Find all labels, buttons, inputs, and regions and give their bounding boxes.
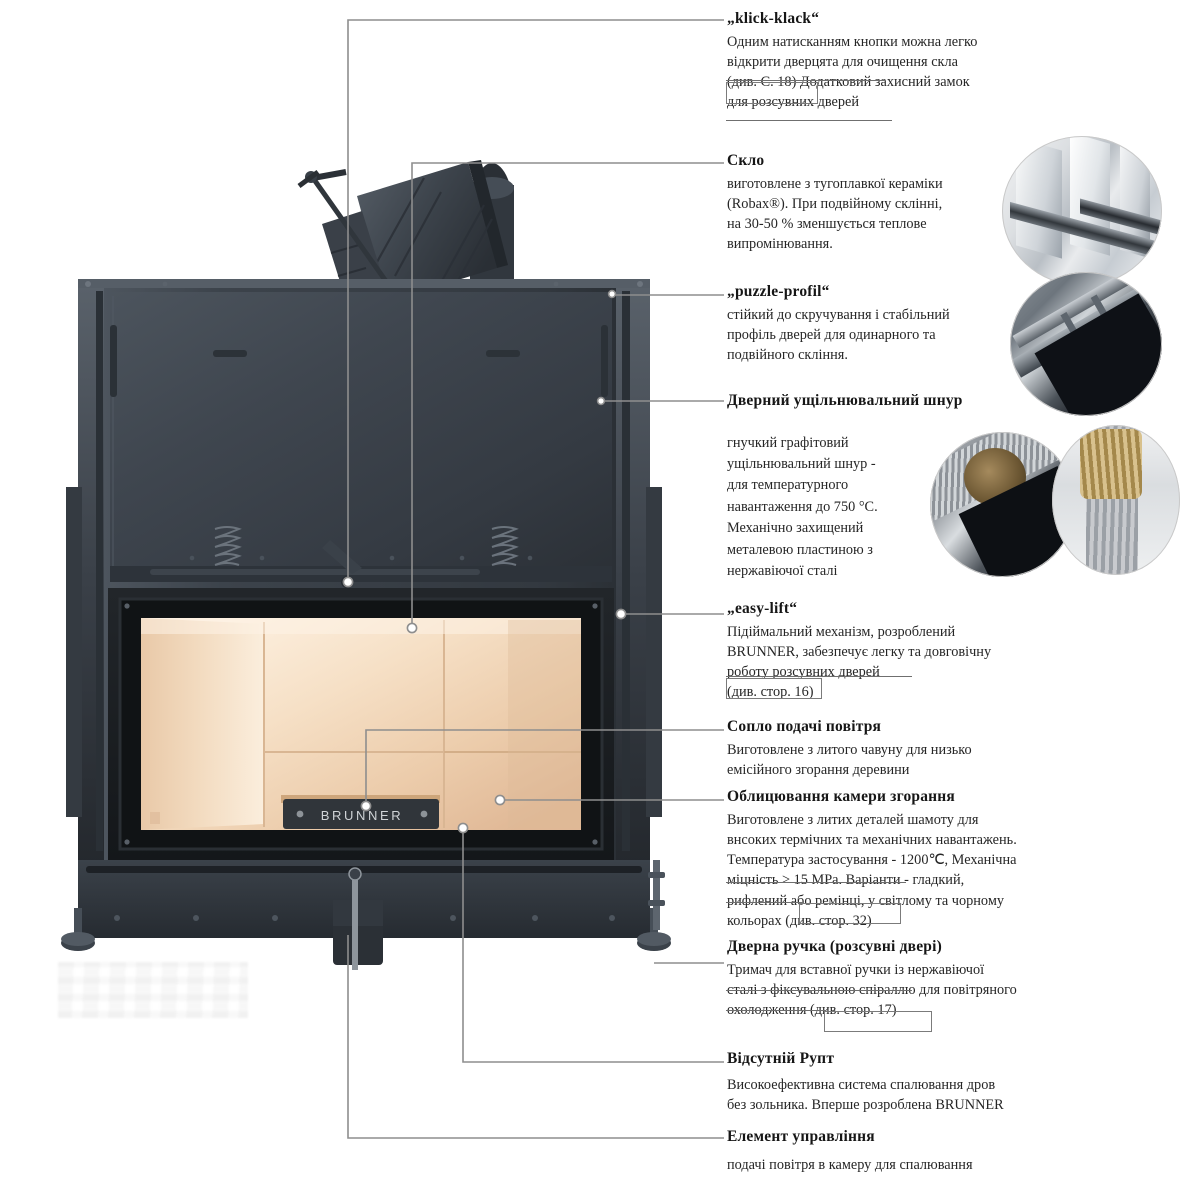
annotation-body: Високоефективна система спалювання дров … (727, 1076, 1004, 1113)
annotation-body: Тримач для вставної ручки із нержавіючої… (727, 961, 1017, 1019)
page-watermark (58, 962, 248, 1018)
annotation-no-grate: Відсутній Рупт Високоефективна система с… (727, 1050, 1072, 1115)
annotation-combustion-chamber-lining: Облицювання камери згорання Виготовлене … (727, 788, 1072, 931)
annotation-body: Одним натисканням кнопки можна легко від… (727, 33, 978, 111)
photo-ring-puzzle (1010, 272, 1162, 416)
annotation-title: „klick-klack“ (727, 10, 820, 27)
annotation-title: „easy-lift“ (727, 600, 798, 617)
annotation-title: Скло (727, 152, 765, 169)
annotation-sklo: Скло виготовлене з тугоплавкої кераміки … (727, 152, 1047, 255)
annotation-body: гнучкий графітовий ущільнювальний шнур -… (727, 434, 878, 580)
annotation-title: Облицювання камери згорання (727, 788, 956, 805)
annotation-body: Виготовлене з литого чавуну для низько е… (727, 741, 972, 778)
annotation-klick-klack: „klick-klack“ Одним натисканням кнопки м… (727, 10, 1047, 113)
adjustable-foot-left (61, 908, 95, 951)
annotation-door-seal-cord: Дверний ущільнювальний шнур гнучкий граф… (727, 392, 962, 583)
annotation-title: Відсутній Рупт (727, 1050, 835, 1067)
annotation-air-nozzle: Сопло подачі повітря Виготовлене з литог… (727, 718, 1047, 780)
nameplate-text: BRUNNER (321, 808, 403, 823)
brunner-nameplate (283, 799, 439, 829)
annotation-easy-lift: „easy-lift“ Підіймальний механізм, розро… (727, 600, 1047, 703)
firebox-interior: BRUNNER (141, 618, 581, 830)
annotation-puzzle-profil: „puzzle-profil“ стійкий до скручування і… (727, 283, 1047, 365)
photo-ring-seal-braid (1052, 425, 1180, 575)
annotation-body: подачі повітря в камеру для спалювання (727, 1156, 973, 1173)
annotation-body: Підіймальний механізм, розроблений BRUNN… (727, 623, 992, 701)
annotation-body: Виготовлене з литих деталей шамоту для в… (727, 811, 1017, 930)
annotation-title: „puzzle-profil“ (727, 283, 830, 300)
annotation-title: Дверний ущільнювальний шнур (727, 392, 963, 409)
annotation-door-handle: Дверна ручка (розсувні двері) Тримач для… (727, 938, 1072, 1020)
annotation-control-element: Елемент управління подачі повітря в каме… (727, 1128, 1072, 1175)
annotation-title: Елемент управління (727, 1128, 875, 1145)
annotation-title: Дверна ручка (розсувні двері) (727, 938, 942, 955)
annotation-body: стійкий до скручування і стабільний проф… (727, 306, 950, 364)
annotation-body: виготовлене з тугоплавкої кераміки (Roba… (727, 175, 943, 253)
annotation-title: Сопло подачі повітря (727, 718, 882, 735)
